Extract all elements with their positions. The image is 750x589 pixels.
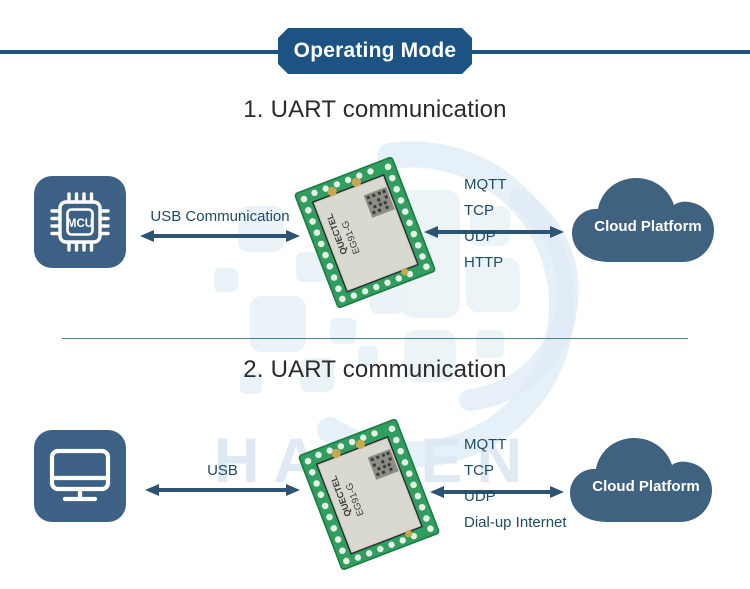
pcb-module-2: QUECTEL EG91-G xyxy=(292,412,442,577)
protocol-item: TCP xyxy=(464,462,494,479)
double-headed-arrow-icon xyxy=(140,230,300,242)
mcu-chip-icon: MCU xyxy=(47,189,113,255)
section-heading-2: 2. UART communication xyxy=(243,356,507,383)
cloud-platform-label-1: Cloud Platform xyxy=(594,218,702,235)
cloud-icon xyxy=(570,438,712,522)
section-heading-1: 1. UART communication xyxy=(243,96,507,123)
usb-link-1: USB Communication xyxy=(140,208,300,244)
protocol-list-1: MQTT TCP UDP HTTP xyxy=(464,172,507,276)
protocol-item: UDP xyxy=(464,488,496,505)
mcu-label: MCU xyxy=(67,218,93,230)
diagram-row-1: MCU USB Communication xyxy=(0,150,750,310)
mcu-tile: MCU xyxy=(34,176,126,268)
usb-link-2: USB xyxy=(145,462,300,498)
cloud-platform-1: Cloud Platform xyxy=(568,170,728,277)
protocol-item: Dial-up Internet xyxy=(464,514,567,531)
double-headed-arrow-icon xyxy=(430,486,564,498)
diagram-row-2: USB xyxy=(0,404,750,570)
monitor-tile xyxy=(34,430,126,522)
protocol-list-2: MQTT TCP UDP Dial-up Internet xyxy=(464,432,567,536)
page-title: Operating Mode xyxy=(278,28,472,74)
double-headed-arrow-icon xyxy=(145,484,300,496)
cloud-platform-label-2: Cloud Platform xyxy=(592,478,700,495)
cloud-platform-2: Cloud Platform xyxy=(566,430,726,537)
protocol-item: HTTP xyxy=(464,254,504,271)
pcb-module-1: QUECTEL EG91-G xyxy=(288,150,438,315)
cloud-icon xyxy=(572,178,714,262)
protocol-item: MQTT xyxy=(464,176,507,193)
protocol-item: TCP xyxy=(464,202,494,219)
section-divider xyxy=(62,338,688,339)
usb-link-label-2: USB xyxy=(207,462,238,479)
pcb-module-icon: QUECTEL EG91-G xyxy=(298,418,440,570)
monitor-icon xyxy=(48,447,112,505)
usb-link-label-1: USB Communication xyxy=(150,208,290,225)
pcb-module-icon: QUECTEL EG91-G xyxy=(294,156,436,308)
protocol-item: MQTT xyxy=(464,436,507,453)
protocol-item: UDP xyxy=(464,228,496,245)
